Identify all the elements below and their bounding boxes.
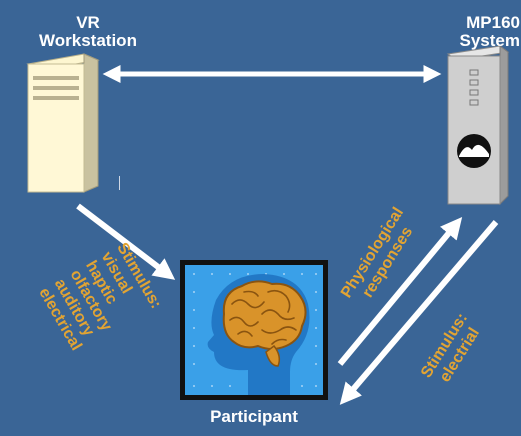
brain-icon [222, 280, 307, 367]
workstation-label: VR Workstation [20, 14, 156, 50]
text-cursor-icon [119, 176, 126, 190]
participant-label: Participant [210, 407, 298, 426]
arrow-participant-to-mp160 [337, 217, 463, 366]
arrow-workstation-to-participant [76, 203, 176, 280]
workstation-label-line1: VR [76, 13, 100, 32]
mp160-device-icon [446, 45, 510, 206]
participant-icon [180, 260, 328, 400]
mp160-label-line1: MP160 [466, 13, 520, 32]
mp160-label-line2: System [459, 31, 520, 50]
workstation-label-line2: Workstation [39, 31, 137, 50]
mp160-label: MP160 System [434, 14, 520, 50]
workstation-icon [26, 53, 100, 193]
arrow-mp160-to-participant [339, 220, 499, 405]
